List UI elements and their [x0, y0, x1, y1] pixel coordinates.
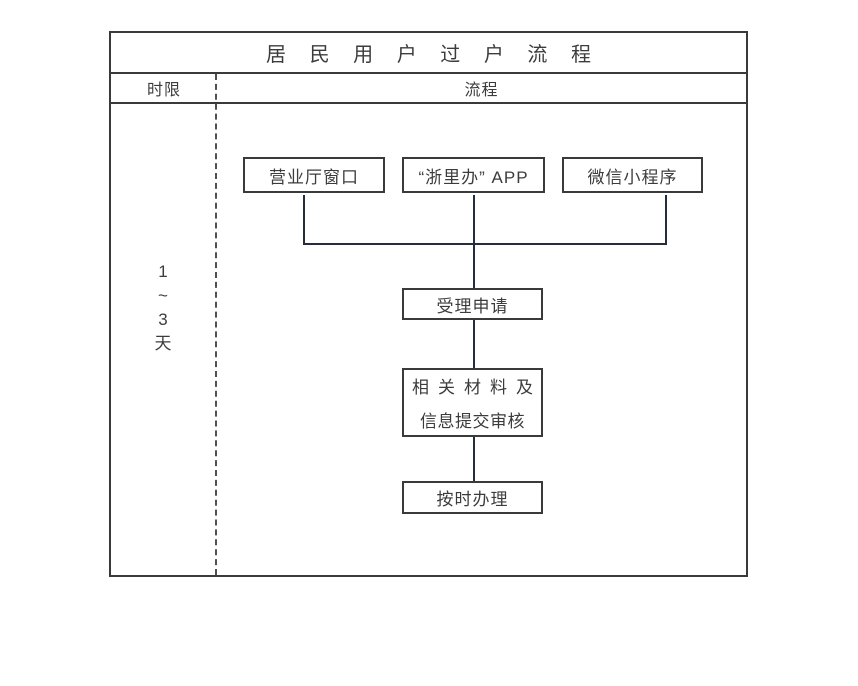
diagram-title: 居 民 用 户 过 户 流 程 [266, 44, 600, 66]
time-limit-line-1: 1 [158, 262, 168, 281]
connector-collector-horizontal [303, 243, 667, 245]
flow-node-zheliban-app-label: “浙里办” APP [418, 167, 529, 187]
flow-node-zheliban-app: “浙里办” APP [402, 157, 545, 193]
time-limit-line-3: 3 [158, 310, 168, 329]
flow-node-accept-application-label: 受理申请 [436, 296, 509, 316]
title-row: 居 民 用 户 过 户 流 程 [111, 33, 746, 74]
connector-drop-center [473, 195, 475, 288]
column-header-process: 流程 [464, 82, 499, 99]
column-header-time-limit: 时限 [146, 82, 181, 99]
connector-drop-left [303, 195, 305, 245]
flow-node-materials-review: 相关材料及 信息提交审核 [402, 368, 543, 437]
column-divider-dashed-line [215, 74, 217, 575]
time-limit-value: 1 ~ 3 天 [111, 260, 215, 356]
time-limit-line-2: ~ [158, 286, 168, 305]
flow-node-wechat-miniprogram: 微信小程序 [562, 157, 703, 193]
flow-node-accept-application: 受理申请 [402, 288, 543, 320]
flow-node-materials-review-line2: 信息提交审核 [420, 412, 525, 431]
connector-accept-to-materials [473, 320, 475, 368]
flow-node-hall-window-label: 营业厅窗口 [269, 167, 359, 187]
flow-node-process-on-time: 按时办理 [402, 481, 543, 514]
flow-node-wechat-miniprogram-label: 微信小程序 [587, 167, 678, 187]
flow-node-hall-window: 营业厅窗口 [243, 157, 385, 193]
connector-materials-to-ontime [473, 437, 475, 481]
flowchart-table-frame: 居 民 用 户 过 户 流 程 时限 流程 1 ~ 3 天 营业厅窗口 “浙里办… [109, 31, 748, 577]
time-limit-line-4: 天 [154, 334, 172, 353]
flow-node-process-on-time-label: 按时办理 [436, 490, 509, 509]
flow-node-materials-review-line1: 相关材料及 [412, 378, 542, 397]
connector-drop-right [665, 195, 667, 245]
column-header-row: 时限 流程 [111, 74, 746, 104]
